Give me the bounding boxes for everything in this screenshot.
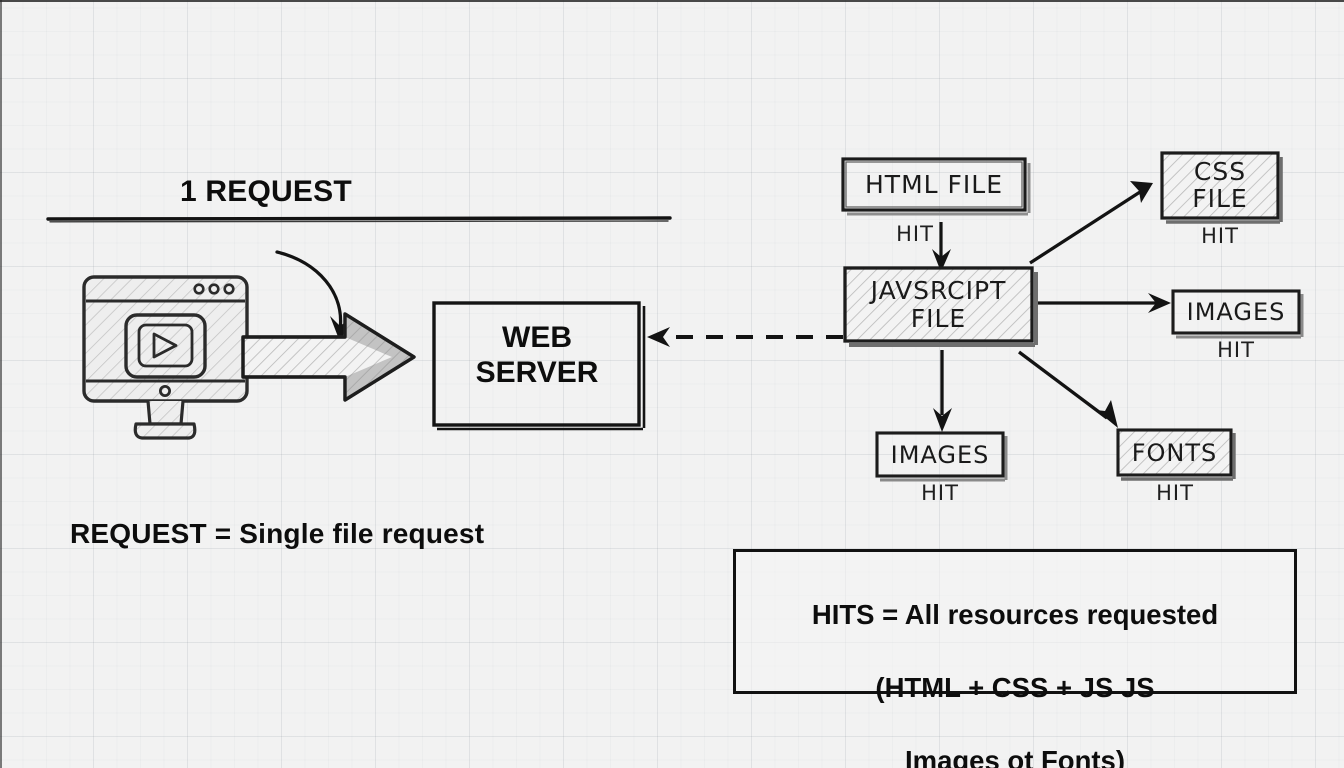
images-right-label-wrap: IMAGES — [1173, 291, 1299, 333]
fonts-label-wrap: FONTS — [1118, 430, 1231, 475]
html-file-hit-label: HIT — [896, 222, 934, 246]
title-underline — [46, 216, 672, 223]
javascript-file-box — [843, 266, 1038, 347]
canvas-left-edge — [0, 0, 2, 768]
web-server-label-line1: WEB — [502, 321, 572, 354]
css-file-hit-label: HIT — [1201, 224, 1239, 248]
images-right-box — [1171, 289, 1304, 339]
fonts-box — [1116, 428, 1236, 481]
curved-down-arrow — [275, 250, 351, 342]
request-caption: REQUEST = Single file request — [70, 518, 485, 549]
arrow-javascript-to-images-right — [1038, 293, 1171, 313]
hits-legend-line3: Images ot Fonts) — [904, 744, 1125, 768]
images-right-label: IMAGES — [1186, 298, 1286, 326]
hits-legend-line2: (HTML + CSS + JS JS — [875, 671, 1155, 703]
canvas-top-edge — [0, 0, 1344, 2]
javascript-file-label-line2: FILE — [910, 303, 967, 333]
css-file-label-line2: FILE — [1192, 183, 1248, 213]
hits-legend-box: HITS = All resources requested (HTML + C… — [733, 549, 1297, 768]
thick-right-arrow — [241, 312, 416, 402]
dashed-left-arrow — [647, 327, 843, 347]
fonts-label: FONTS — [1131, 438, 1218, 467]
hits-legend-text: HITS = All resources requested (HTML + C… — [736, 560, 1294, 768]
images-bottom-label-wrap: IMAGES — [877, 433, 1003, 476]
css-file-label-line1: CSS — [1193, 157, 1247, 187]
browser-window-play-icon — [82, 275, 249, 440]
web-server-label: WEB SERVER — [437, 320, 637, 390]
javascript-file-label-wrap: JAVSRCIPT FILE — [845, 268, 1032, 341]
arrow-javascript-to-css — [1029, 181, 1153, 265]
arrow-javascript-to-images-bottom — [933, 350, 952, 432]
html-file-label: HTML FILE — [865, 170, 1003, 199]
html-file-label-wrap: HTML FILE — [843, 159, 1025, 210]
images-bottom-label: IMAGES — [890, 440, 990, 469]
hits-legend-line1: HITS = All resources requested — [811, 598, 1219, 630]
arrow-javascript-to-fonts — [1018, 350, 1118, 428]
arrow-html-to-javascript — [932, 222, 951, 272]
images-right-hit-label: HIT — [1217, 338, 1255, 362]
css-file-label-wrap: CSS FILE — [1162, 153, 1278, 218]
web-server-box — [432, 301, 646, 431]
page-title: 1 REQUEST — [180, 175, 352, 208]
images-bottom-box — [875, 431, 1008, 482]
javascript-file-label-line1: JAVSRCIPT — [870, 275, 1007, 305]
images-bottom-hit-label: HIT — [921, 481, 959, 505]
css-file-box — [1160, 151, 1283, 224]
web-server-label-line2: SERVER — [475, 356, 599, 390]
html-file-box — [841, 157, 1031, 216]
fonts-hit-label: HIT — [1156, 481, 1194, 505]
